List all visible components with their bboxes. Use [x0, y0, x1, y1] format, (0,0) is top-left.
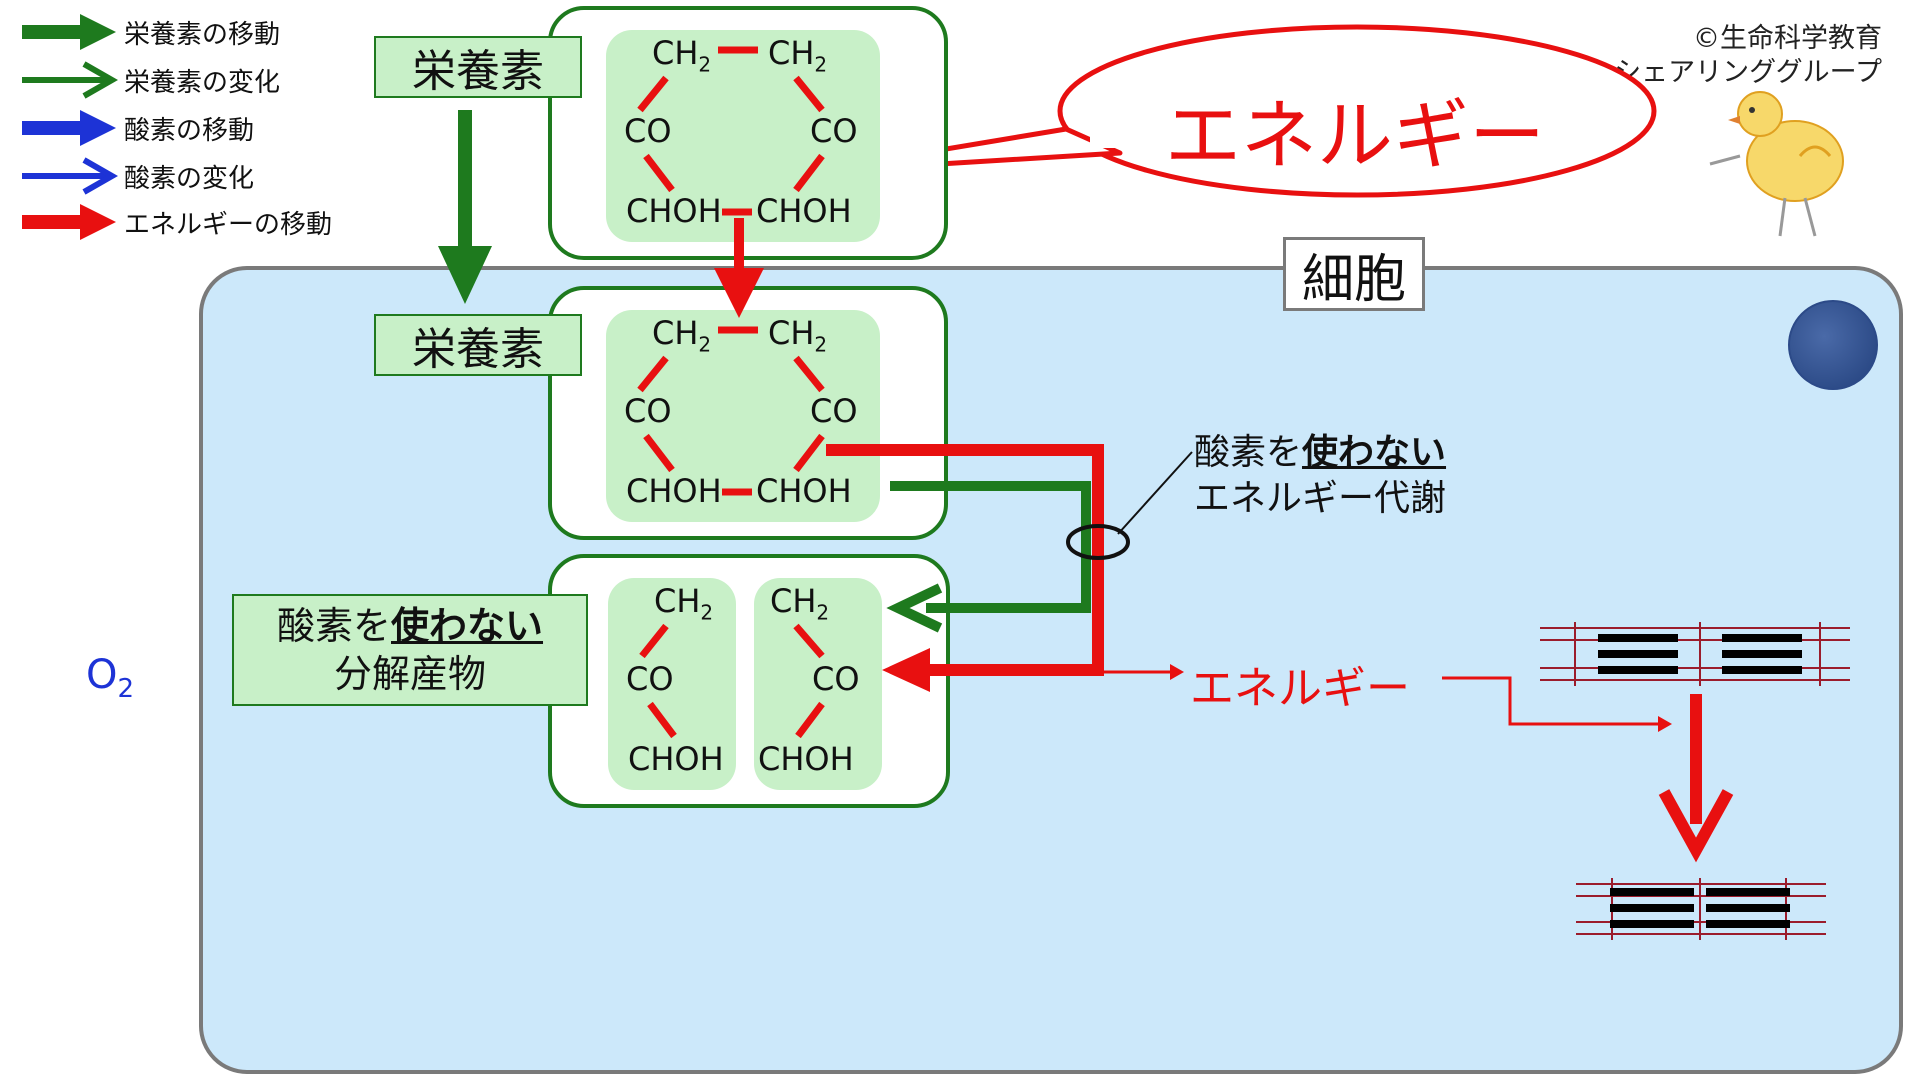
- oxygen-label: O2: [86, 652, 135, 704]
- mol1-bonds: [637, 46, 825, 216]
- relaxed-thick-filaments: [1598, 634, 1802, 674]
- nutrient-label-inside: 栄養素: [374, 314, 582, 376]
- decomposition-line2: 分解産物: [333, 652, 486, 696]
- legend-oxygen-change: 酸素の変化: [22, 156, 254, 196]
- mol3-co-left: CO: [626, 660, 674, 698]
- green-bold-arrow-icon: [22, 14, 116, 50]
- blue-outline-arrow-icon: [22, 157, 118, 195]
- callout-energy-text: エネルギー: [1165, 91, 1545, 180]
- mol3-co-right: CO: [812, 660, 860, 698]
- copyright-line2: シェアリンググループ: [1614, 57, 1882, 88]
- mol1-co-left: CO: [624, 112, 672, 150]
- mol3-choh-right: CHOH: [758, 740, 854, 778]
- mol2-choh-right: CHOH: [756, 472, 852, 510]
- legend-oxygen-move: 酸素の移動: [22, 108, 254, 148]
- decomposition-line1: 酸素を使わない: [276, 604, 544, 648]
- legend-label: 酸素の移動: [124, 115, 255, 146]
- legend-label: エネルギーの移動: [124, 209, 333, 240]
- molecule-inner-outside: [606, 30, 880, 242]
- mol1-ch2-right: CH2: [768, 34, 828, 77]
- mol2-choh-left: CHOH: [626, 472, 722, 510]
- chick-illustration: [1709, 91, 1844, 237]
- cell-label: 細胞: [1283, 237, 1425, 311]
- mol2-ch2-right: CH2: [768, 314, 828, 357]
- mol2-ch2-left: CH2: [652, 314, 712, 357]
- red-bold-arrow-icon: [22, 204, 116, 240]
- mol1-co-right: CO: [810, 112, 858, 150]
- anaerobic-metabolism-annotation: 酸素を使わない エネルギー代謝: [1194, 430, 1446, 522]
- nutrient-transport-arrow: [438, 110, 492, 304]
- energy-label: エネルギー: [1190, 663, 1410, 714]
- contracted-thick-filaments: [1610, 888, 1790, 928]
- mol2-co-left: CO: [624, 392, 672, 430]
- mol1-choh-right: CHOH: [756, 192, 852, 230]
- pointer-line: [1117, 451, 1193, 535]
- decomposition-label: 酸素を使わない 分解産物: [232, 594, 588, 706]
- nucleus: [1788, 300, 1878, 390]
- annotation-line2: エネルギー代謝: [1194, 478, 1447, 519]
- annotation-line1: 酸素を使わない: [1194, 432, 1447, 473]
- green-outline-arrow-icon: [22, 61, 118, 99]
- mol1-choh-left: CHOH: [626, 192, 722, 230]
- copyright-line1: ©生命科学教育: [1693, 23, 1882, 54]
- mol3-ch2-left: CH2: [654, 582, 714, 625]
- legend-nutrient-change: 栄養素の変化: [22, 60, 280, 100]
- molecule-inner-inside: [606, 310, 880, 522]
- legend-label: 栄養素の変化: [124, 67, 281, 98]
- ring-marker: [1066, 524, 1130, 560]
- energy-drop-arrow: [714, 218, 764, 318]
- mol3-bonds: [639, 623, 825, 739]
- mol3-choh-left: CHOH: [628, 740, 724, 778]
- mol2-bonds: [637, 326, 825, 496]
- mol3-ch2-right: CH2: [770, 582, 830, 625]
- legend-label: 栄養素の移動: [124, 19, 281, 50]
- muscle-contraction-arrow: [1690, 694, 1702, 824]
- nutrient-change-path: [890, 481, 1091, 613]
- muscle-energy-line: [1442, 676, 1660, 726]
- nutrient-label-outside: 栄養素: [374, 36, 582, 98]
- mol2-co-right: CO: [810, 392, 858, 430]
- legend-label: 酸素の変化: [124, 163, 255, 194]
- blue-bold-arrow-icon: [22, 110, 116, 146]
- legend-energy-move: エネルギーの移動: [22, 202, 332, 242]
- mol1-ch2-left: CH2: [652, 34, 712, 77]
- relaxed-sarcomere: [1540, 622, 1850, 686]
- product-inner-right: [754, 578, 882, 790]
- copyright: ©生命科学教育 シェアリンググループ: [1614, 22, 1882, 90]
- product-inner-left: [608, 578, 736, 790]
- legend-nutrient-move: 栄養素の移動: [22, 12, 280, 52]
